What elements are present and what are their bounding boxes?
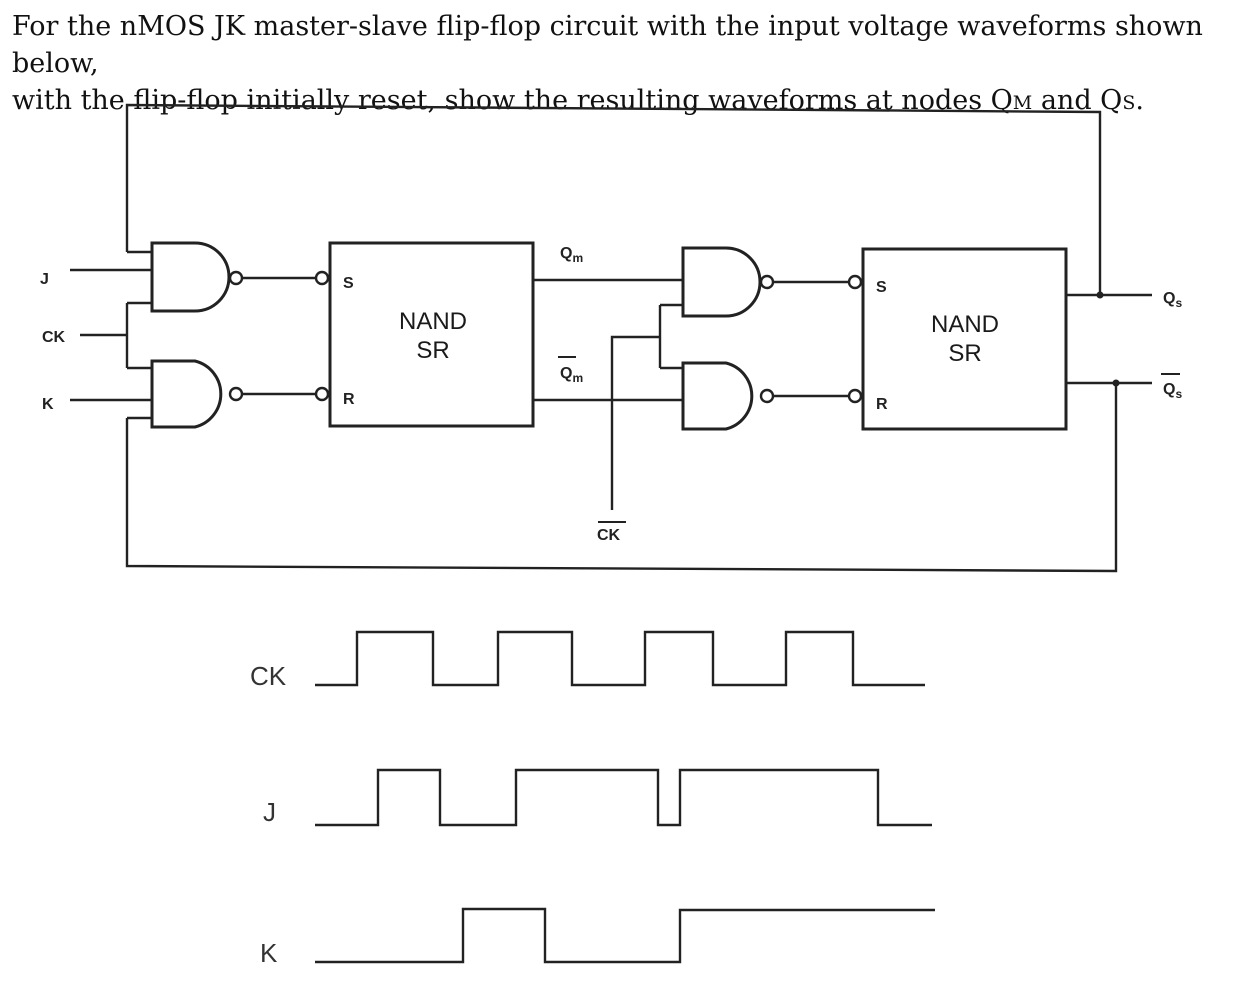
slave-r-label: R	[876, 396, 888, 413]
slave-subtitle: SR	[948, 340, 981, 367]
slave-nand-gate-bottom	[681, 361, 775, 431]
qs-bar-label: Qs	[1163, 381, 1182, 401]
waveform-label-k: K	[260, 938, 278, 968]
wire-ck-bar	[610, 335, 660, 510]
slave-title: NAND	[931, 311, 999, 338]
waveform-k	[315, 907, 935, 964]
question-line-2-end: .	[1135, 85, 1144, 116]
qs-label: Qs	[1163, 290, 1182, 310]
input-label-ck: CK	[42, 329, 66, 346]
waveform-label-j: J	[263, 797, 276, 827]
master-nand-gate-bottom	[150, 359, 244, 429]
qm-bar-label: Qm	[560, 365, 583, 385]
junction-qs	[1096, 291, 1104, 299]
question-line-1: For the nMOS JK master-slave flip-flop c…	[12, 11, 1203, 79]
feedback-wire-top	[125, 103, 1102, 295]
feedback-wire-bottom	[125, 383, 1118, 573]
slave-nand-gate-top	[681, 246, 775, 318]
master-subtitle: SR	[416, 337, 449, 364]
qm-label: Qm	[560, 245, 583, 265]
input-label-k: K	[42, 396, 54, 413]
master-title: NAND	[399, 308, 467, 335]
slave-sr-latch: S R NAND SR	[847, 247, 1068, 431]
master-r-label: R	[343, 391, 355, 408]
master-s-label: S	[343, 275, 354, 292]
qm-subscript: M	[1012, 92, 1033, 114]
qs-subscript: S	[1122, 92, 1136, 114]
ck-bar-label: CK	[597, 527, 621, 544]
master-sr-latch: S R NAND SR	[314, 241, 535, 428]
master-nand-gate-top	[150, 241, 244, 313]
junction-qs-bar	[1112, 379, 1120, 387]
waveform-label-ck: CK	[250, 661, 287, 691]
waveform-ck	[315, 630, 925, 687]
input-label-j: J	[40, 271, 49, 288]
waveform-j	[315, 768, 932, 827]
slave-s-label: S	[876, 279, 887, 296]
